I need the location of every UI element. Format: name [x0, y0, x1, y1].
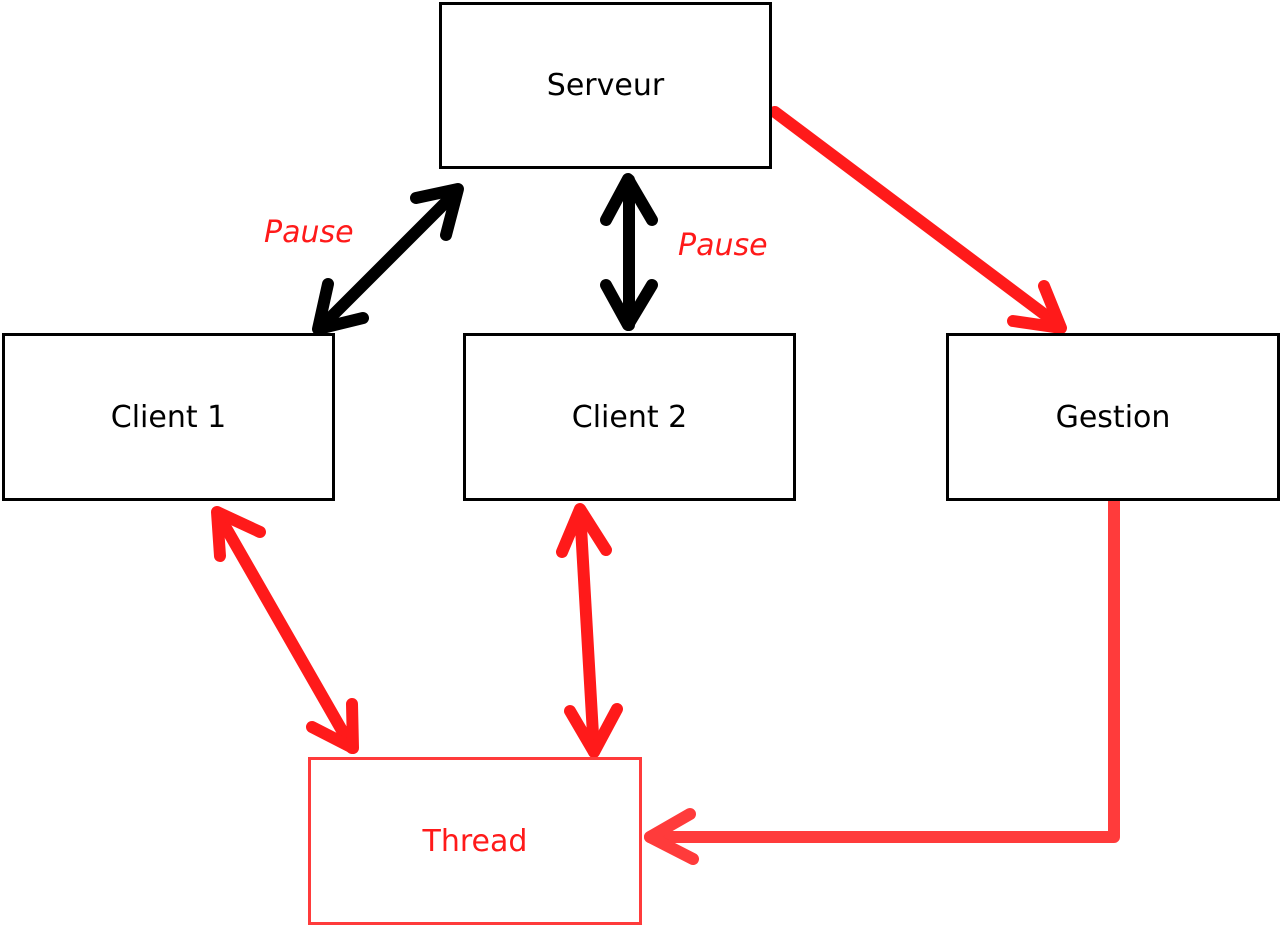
- node-client-2-label: Client 2: [571, 399, 688, 435]
- node-client-1: Client 1: [2, 333, 335, 501]
- node-client-2: Client 2: [463, 333, 796, 501]
- arrow-client2-thread: [556, 503, 623, 758]
- node-serveur-label: Serveur: [546, 68, 665, 103]
- arrow-gestion-thread: [644, 496, 1120, 865]
- edge-label-pause-client2: Pause: [678, 228, 768, 263]
- node-gestion-label: Gestion: [1055, 399, 1171, 435]
- edge-label-pause-client1: Pause: [264, 215, 354, 250]
- node-thread: Thread: [308, 757, 642, 925]
- arrow-serveur-client2: [600, 173, 658, 331]
- arrow-client1-thread: [211, 506, 359, 754]
- arrow-serveur-gestion: [769, 106, 1067, 334]
- node-serveur: Serveur: [439, 2, 772, 169]
- node-client-1-label: Client 1: [110, 399, 227, 435]
- node-thread-label: Thread: [422, 823, 528, 859]
- node-gestion: Gestion: [946, 333, 1280, 501]
- arrow-serveur-client1: [312, 183, 464, 335]
